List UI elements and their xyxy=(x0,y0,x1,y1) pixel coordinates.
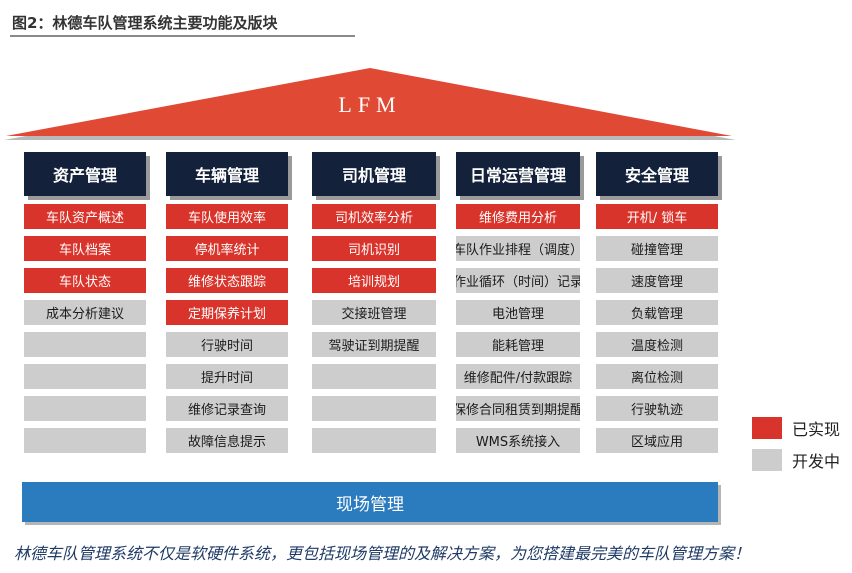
feature-cell: 温度检测 xyxy=(596,332,718,357)
feature-cell: 区域应用 xyxy=(596,428,718,453)
feature-cell: 行驶时间 xyxy=(166,332,288,357)
feature-cell: 维修记录查询 xyxy=(166,396,288,421)
column-header: 车辆管理 xyxy=(166,152,288,196)
feature-cell: 故障信息提示 xyxy=(166,428,288,453)
legend-label: 已实现 xyxy=(792,420,841,439)
roof-shape xyxy=(6,68,732,136)
feature-cell: 车队资产概述 xyxy=(24,204,146,229)
legend-item-implemented: 已实现 xyxy=(752,416,840,440)
feature-cell: 交接班管理 xyxy=(312,300,436,325)
feature-cell: 行驶轨迹 xyxy=(596,396,718,421)
feature-cell xyxy=(24,428,146,453)
feature-cell: 离位检测 xyxy=(596,364,718,389)
feature-cell: 开机/ 锁车 xyxy=(596,204,718,229)
roof xyxy=(4,68,736,140)
column-header: 安全管理 xyxy=(596,152,718,196)
feature-cell: 能耗管理 xyxy=(456,332,580,357)
feature-cell xyxy=(24,364,146,389)
column-vehicle-management: 车辆管理 车队使用效率 停机率统计 维修状态跟踪 定期保养计划 行驶时间 提升时… xyxy=(166,152,288,460)
legend-swatch xyxy=(752,449,782,471)
column-asset-management: 资产管理 车队资产概述 车队档案 车队状态 成本分析建议 xyxy=(24,152,146,460)
column-header: 司机管理 xyxy=(312,152,436,196)
feature-cell: 维修费用分析 xyxy=(456,204,580,229)
feature-cell xyxy=(312,364,436,389)
legend-swatch xyxy=(752,417,782,439)
feature-cell: 车队作业排程（调度） xyxy=(456,236,580,261)
feature-cell: 负载管理 xyxy=(596,300,718,325)
footer-slogan: 林德车队管理系统不仅是软硬件系统，更包括现场管理的及解决方案，为您搭建最完美的车… xyxy=(14,544,751,563)
figure-title: 图2：林德车队管理系统主要功能及版块 xyxy=(12,14,278,32)
feature-cell: 车队使用效率 xyxy=(166,204,288,229)
feature-cell: 驾驶证到期提醒 xyxy=(312,332,436,357)
feature-cell: 保修合同租赁到期提醒 xyxy=(456,396,580,421)
feature-cell xyxy=(24,396,146,421)
feature-cell: 定期保养计划 xyxy=(166,300,288,325)
column-safety-management: 安全管理 开机/ 锁车 碰撞管理 速度管理 负载管理 温度检测 离位检测 行驶轨… xyxy=(596,152,718,460)
feature-cell xyxy=(312,396,436,421)
feature-cell: 速度管理 xyxy=(596,268,718,293)
feature-cell: 维修配件/付款跟踪 xyxy=(456,364,580,389)
feature-cell: 司机识别 xyxy=(312,236,436,261)
feature-cell: 车队档案 xyxy=(24,236,146,261)
feature-cell: 成本分析建议 xyxy=(24,300,146,325)
base-bar-site-management: 现场管理 xyxy=(22,482,718,522)
column-header: 日常运营管理 xyxy=(456,152,580,196)
feature-cell: 培训规划 xyxy=(312,268,436,293)
column-daily-operations: 日常运营管理 维修费用分析 车队作业排程（调度） 作业循环（时间）记录 电池管理… xyxy=(456,152,580,460)
feature-cell xyxy=(312,428,436,453)
legend-label: 开发中 xyxy=(792,452,841,471)
column-header: 资产管理 xyxy=(24,152,146,196)
feature-cell: 电池管理 xyxy=(456,300,580,325)
feature-cell: 碰撞管理 xyxy=(596,236,718,261)
column-driver-management: 司机管理 司机效率分析 司机识别 培训规划 交接班管理 驾驶证到期提醒 xyxy=(312,152,436,460)
feature-cell: 维修状态跟踪 xyxy=(166,268,288,293)
feature-cell: 车队状态 xyxy=(24,268,146,293)
feature-cell: 提升时间 xyxy=(166,364,288,389)
feature-cell: 作业循环（时间）记录 xyxy=(456,268,580,293)
title-divider xyxy=(10,35,355,37)
feature-cell xyxy=(24,332,146,357)
feature-cell: 停机率统计 xyxy=(166,236,288,261)
legend-item-in-development: 开发中 xyxy=(752,448,840,472)
feature-cell: 司机效率分析 xyxy=(312,204,436,229)
feature-cell: WMS系统接入 xyxy=(456,428,580,453)
roof-label: LFM xyxy=(338,92,402,117)
